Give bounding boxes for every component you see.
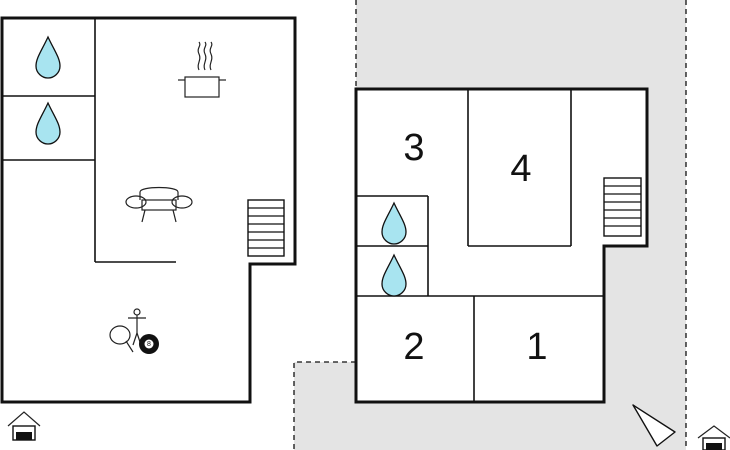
left-building: 8 <box>0 16 297 404</box>
billiard-ball-number: 8 <box>147 341 151 348</box>
billiard-ball-icon: 8 <box>139 334 159 354</box>
room-3-label: 3 <box>403 127 424 169</box>
cooking-pot-icon <box>178 41 226 98</box>
stairs-icon <box>603 177 642 237</box>
water-drop-icon <box>35 35 61 79</box>
entrance-house-icon <box>697 425 730 450</box>
water-drop-icon <box>381 201 407 245</box>
entrance-house-icon <box>7 411 41 441</box>
water-drop-icon <box>381 253 407 297</box>
sofa-icon <box>125 186 193 223</box>
table-tennis-icon <box>109 325 134 353</box>
right-building: 3 4 2 1 <box>354 87 649 404</box>
room-1-label: 1 <box>526 326 547 368</box>
room-4-label: 4 <box>510 148 531 190</box>
table-football-icon <box>128 308 146 346</box>
north-arrow-icon <box>632 404 676 447</box>
stairs-icon <box>247 199 285 257</box>
plot-boundary <box>293 0 687 450</box>
water-drop-icon <box>35 101 61 145</box>
room-2-label: 2 <box>403 326 424 368</box>
